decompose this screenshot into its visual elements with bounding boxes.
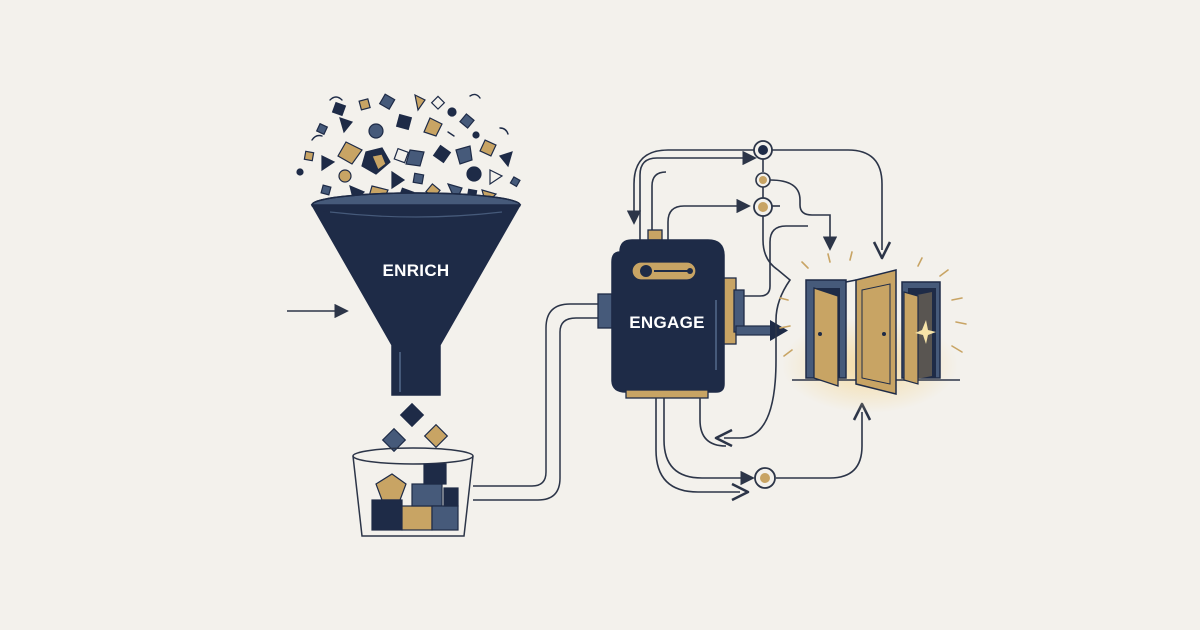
open-doors-icon <box>782 269 960 413</box>
falling-shapes-icon <box>381 402 449 453</box>
engage-label: ENGAGE <box>629 313 704 332</box>
output-arrow <box>735 320 788 341</box>
scattered-shapes-icon <box>296 93 521 206</box>
motion-marks <box>311 93 509 141</box>
connector-pipe <box>473 303 600 501</box>
light-rays <box>779 251 967 357</box>
engine-icon <box>597 150 757 399</box>
feedback-loops <box>626 149 892 502</box>
funnel-icon <box>310 192 522 396</box>
enrich-label: ENRICH <box>383 261 450 280</box>
circle-node-icon <box>753 140 776 489</box>
basket-icon <box>352 447 474 537</box>
